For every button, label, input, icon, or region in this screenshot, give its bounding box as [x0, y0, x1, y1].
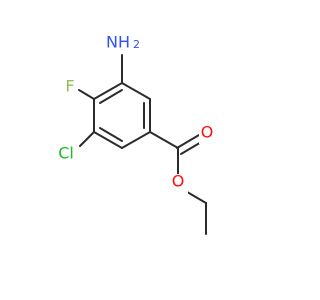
- bond-carbonyl-o-double-a: [176, 134, 200, 149]
- chlorine-label: Cl: [58, 144, 74, 163]
- amine-label: NH: [106, 33, 130, 52]
- molecule-diagram: NH 2 F Cl O O: [54, 32, 217, 235]
- fluorine-label: F: [65, 77, 74, 96]
- ring-bond-c4-c5: [93, 131, 123, 149]
- carbonyl-oxygen-atom: O: [199, 123, 217, 144]
- bond-c5-cl: [79, 131, 95, 147]
- bond-c6-f: [78, 89, 95, 100]
- bond-c3-carbonyl: [149, 131, 179, 149]
- ring-bond-c3-c4: [121, 131, 151, 149]
- chlorine-atom: Cl: [54, 144, 78, 164]
- ring-double-bond-c6-c1: [99, 89, 123, 104]
- benzene-ring: [93, 82, 151, 149]
- carbonyl-oxygen-label: O: [201, 123, 214, 142]
- amine-subscript: 2: [133, 38, 140, 51]
- ether-oxygen-atom: O: [170, 172, 188, 194]
- ring-double-bond-c4-c5: [99, 127, 123, 142]
- ring-bond-c6-c1: [93, 82, 123, 100]
- ether-oxygen-label: O: [172, 172, 185, 191]
- ring-bond-c1-c2: [121, 82, 151, 100]
- structure-svg: NH 2 F Cl O O: [54, 32, 217, 235]
- amine-group: NH 2: [104, 32, 144, 54]
- fluorine-atom: F: [60, 77, 78, 98]
